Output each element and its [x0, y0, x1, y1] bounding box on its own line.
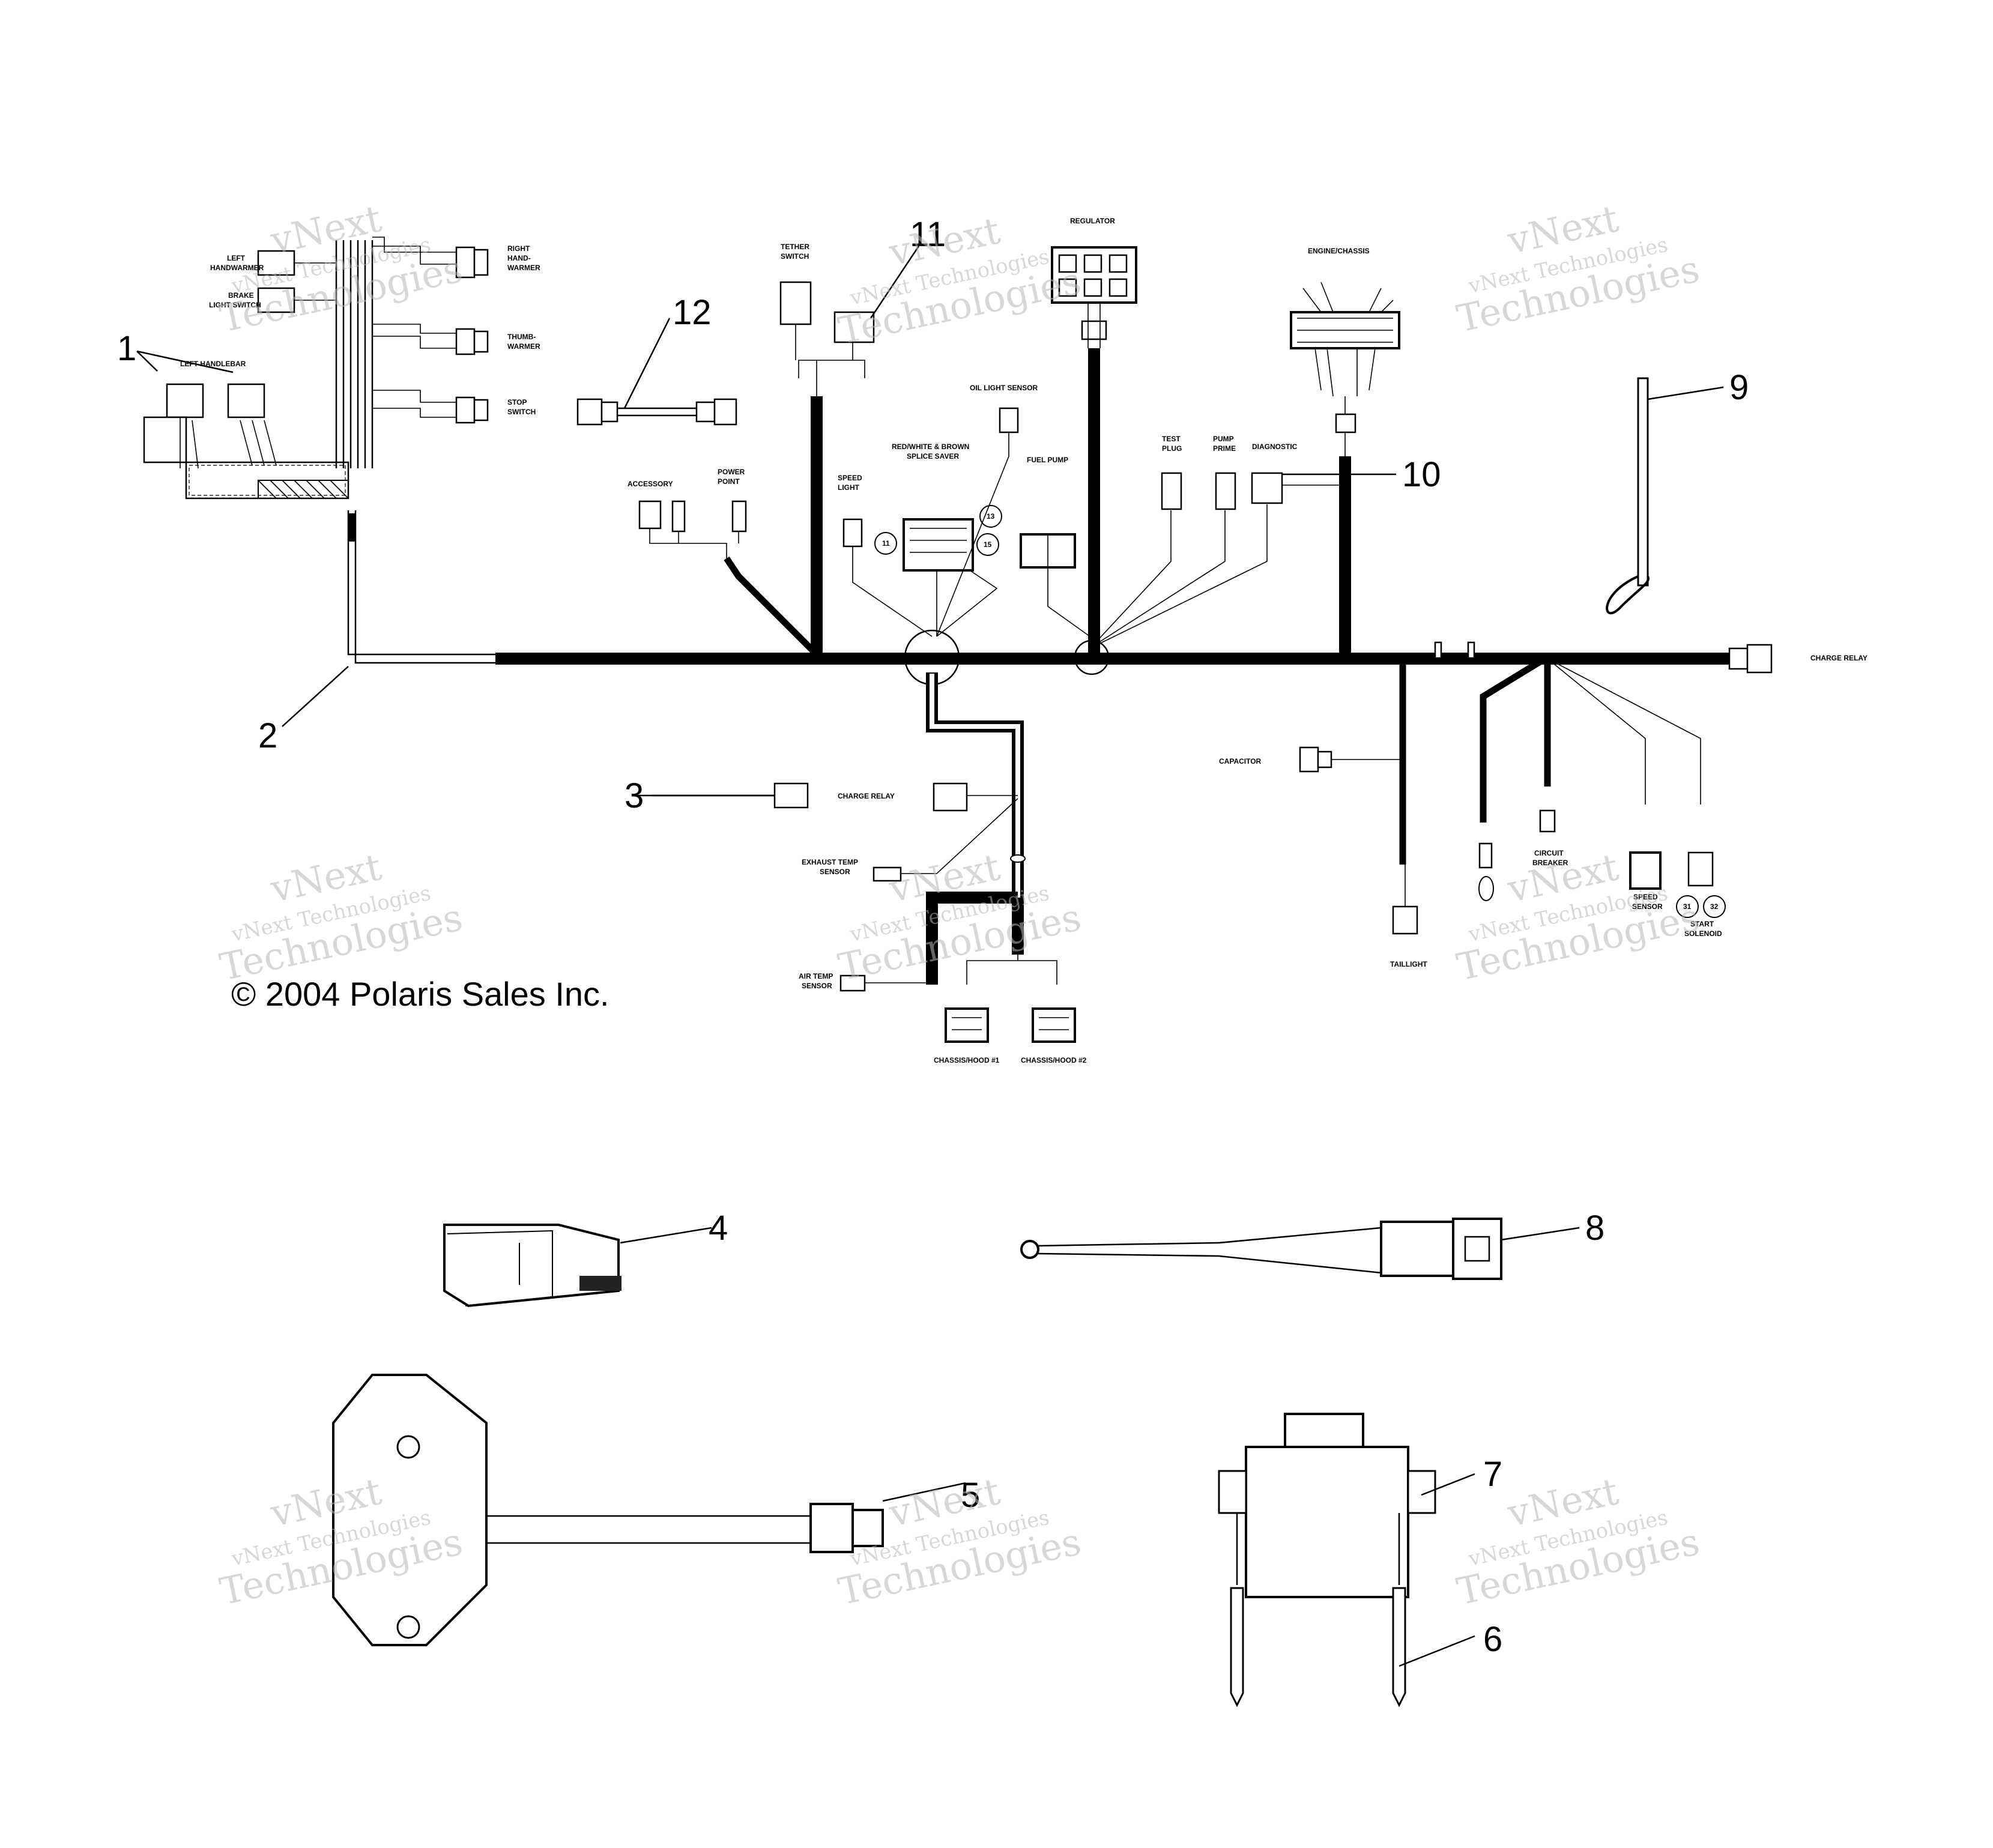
label-pump-prime-2: PRIME [1213, 444, 1236, 453]
watermark-9: vNext vNext Technologies Technologies [1453, 1469, 1704, 1614]
watermark-3: vNext vNext Technologies Technologies [1453, 196, 1704, 341]
watermark-5: vNext vNext Technologies Technologies [835, 845, 1085, 989]
item-6-rivets [1230, 1587, 1406, 1708]
label-left-handwarmer: LEFT [227, 254, 246, 262]
label-chassis-hood-1: CHASSIS/HOOD #1 [934, 1056, 1000, 1064]
callout-5: 5 [961, 1476, 980, 1515]
callout-8: 8 [1585, 1209, 1604, 1248]
label-brake-light-switch-2: LIGHT SWITCH [209, 301, 261, 309]
right-branches [1299, 641, 1726, 935]
label-splice-15: 15 [984, 540, 992, 549]
label-thumb-warmer: THUMB- [507, 333, 536, 341]
label-start-solenoid: START [1690, 920, 1714, 928]
handlebar-harness [143, 237, 489, 500]
label-exhaust-temp: EXHAUST TEMP [802, 858, 858, 866]
watermark-2: vNext vNext Technologies Technologies [835, 208, 1085, 353]
callout-1: 1 [117, 329, 136, 368]
label-taillight: TAILLIGHT [1390, 960, 1427, 968]
label-accessory: ACCESSORY [628, 480, 673, 488]
label-right-handwarmer-2: HAND- [507, 254, 531, 262]
label-tether-switch-2: SWITCH [781, 252, 809, 261]
main-harness-trunk [347, 510, 1773, 674]
label-power-point: POWER [718, 468, 745, 476]
label-diagnostic: DIAGNOSTIC [1252, 442, 1298, 451]
label-stop-switch-2: SWITCH [507, 408, 536, 416]
callout-11: 11 [910, 215, 946, 254]
label-start-solenoid-2: SOLENOID [1684, 929, 1722, 938]
label-left-handwarmer-2: HANDWARMER [210, 264, 264, 272]
label-speed-sensor-2: SENSOR [1632, 902, 1663, 911]
label-sol-32: 32 [1710, 902, 1719, 911]
label-charge-relay-right: CHARGE RELAY [1810, 654, 1867, 662]
callout-2: 2 [258, 716, 277, 755]
callout-numbers: 1 2 3 4 5 6 7 8 9 10 11 12 [117, 215, 1749, 1659]
watermark-4: vNext vNext Technologies Technologies [216, 845, 467, 989]
label-charge-relay-mid: CHARGE RELAY [838, 792, 895, 800]
label-tether-switch: TETHER [781, 243, 809, 251]
label-oil-light-sensor: OIL LIGHT SENSOR [970, 384, 1038, 392]
leader-lines [136, 246, 1724, 1667]
label-right-handwarmer: RIGHT [507, 244, 530, 253]
callout-10: 10 [1402, 455, 1441, 494]
label-splice-11: 11 [882, 539, 890, 548]
label-fuel-pump: FUEL PUMP [1027, 456, 1068, 464]
lower-center-branch [632, 672, 1076, 1043]
item-8-ground-lead [1020, 1218, 1502, 1280]
callout-3: 3 [625, 776, 644, 815]
label-circuit-breaker: CIRCUIT [1534, 849, 1564, 857]
callout-6: 6 [1483, 1620, 1502, 1659]
label-splice-saver: RED/WHITE & BROWN [892, 442, 969, 451]
label-thumb-warmer-2: WARMER [507, 342, 540, 351]
label-speed-light-2: LIGHT [838, 483, 860, 492]
callout-4: 4 [709, 1209, 728, 1248]
label-air-temp: AIR TEMP [799, 972, 833, 980]
item-9-strap [1606, 377, 1650, 615]
callout-12: 12 [673, 293, 712, 332]
item-7-module [1218, 1413, 1436, 1598]
label-regulator: REGULATOR [1070, 217, 1115, 225]
item-4-module [443, 1224, 621, 1308]
label-power-point-2: POINT [718, 477, 740, 486]
label-test-plug: TEST [1162, 435, 1181, 443]
label-splice-saver-2: SPLICE SAVER [907, 452, 959, 460]
label-splice-13: 13 [987, 512, 995, 521]
copyright-notice: © 2004 Polaris Sales Inc. [231, 975, 609, 1013]
label-chassis-hood-2: CHASSIS/HOOD #2 [1021, 1056, 1087, 1064]
callout-7: 7 [1483, 1455, 1502, 1494]
label-brake-light-switch: BRAKE [228, 291, 254, 300]
label-engine-chassis: ENGINE/CHASSIS [1308, 247, 1370, 255]
label-speed-sensor: SPEED [1633, 893, 1658, 901]
component-labels: LEFT HANDWARMER BRAKE LIGHT SWITCH LEFT … [180, 217, 1867, 1064]
label-test-plug-2: PLUG [1162, 444, 1182, 453]
label-sol-31: 31 [1683, 902, 1692, 911]
label-air-temp-2: SENSOR [802, 982, 832, 990]
label-pump-prime: PUMP [1213, 435, 1234, 443]
item-5-box [332, 1374, 884, 1646]
label-capacitor: CAPACITOR [1219, 757, 1262, 765]
label-left-handlebar: LEFT HANDLEBAR [180, 360, 246, 368]
label-circuit-breaker-2: BREAKER [1532, 859, 1568, 867]
label-right-handwarmer-3: WARMER [507, 264, 540, 272]
callout-9: 9 [1729, 368, 1749, 407]
label-exhaust-temp-2: SENSOR [820, 868, 850, 876]
label-stop-switch: STOP [507, 398, 527, 406]
top-branches [576, 246, 1400, 686]
label-speed-light: SPEED [838, 474, 862, 482]
